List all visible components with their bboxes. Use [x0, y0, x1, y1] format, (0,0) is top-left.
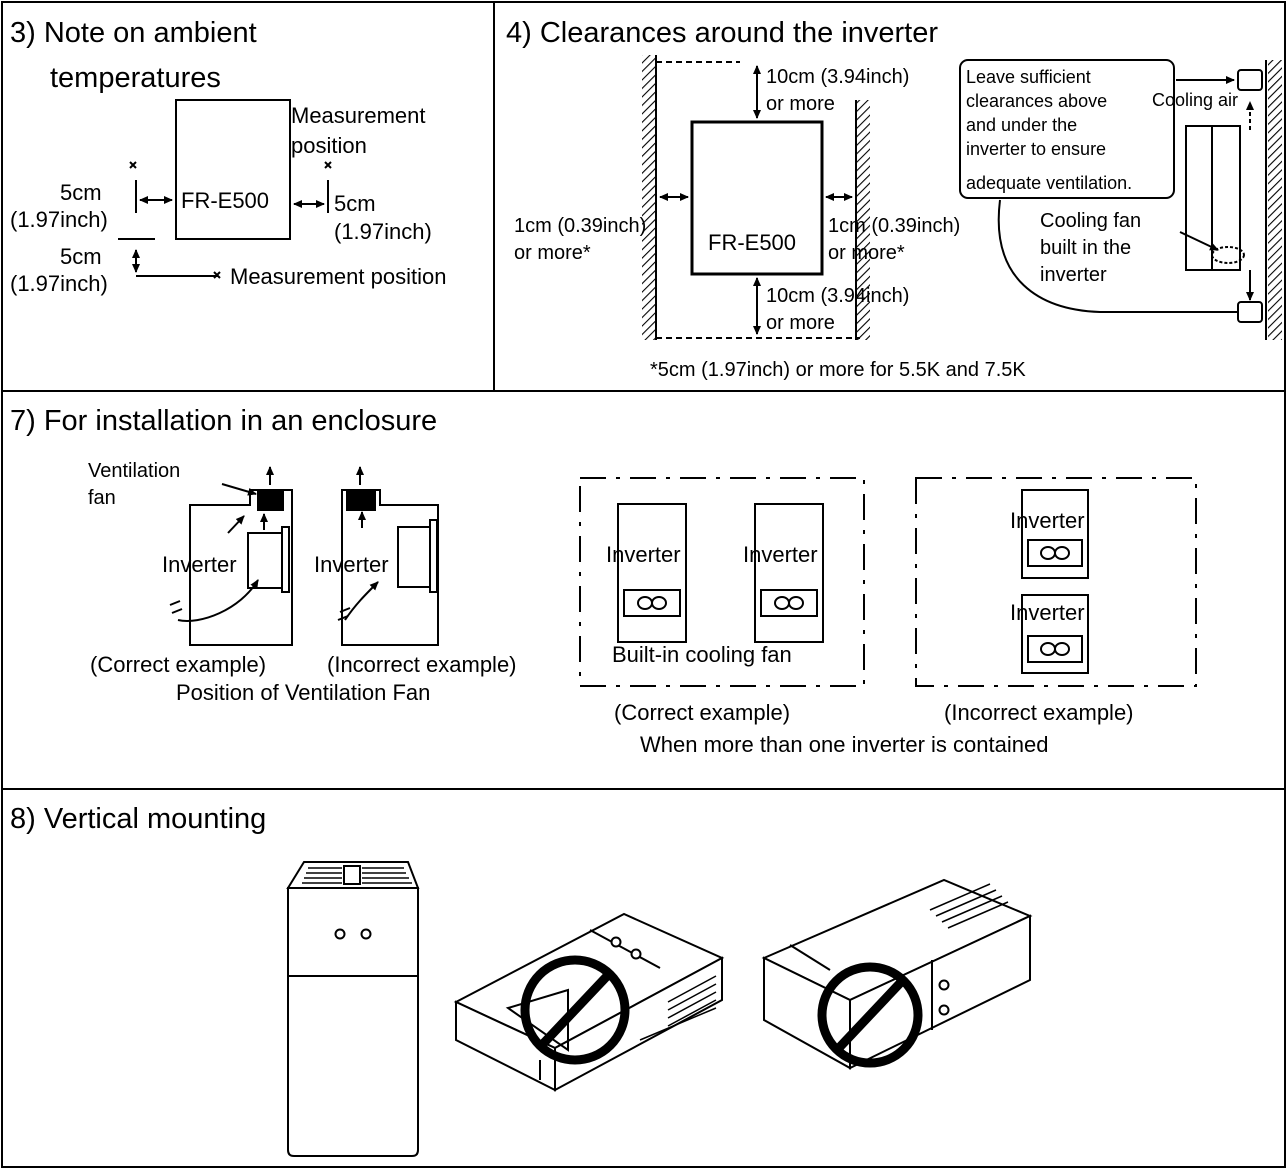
- ventilation-correct-caption: (Correct example): [90, 652, 266, 677]
- enclosure-correct: [169, 466, 293, 646]
- inverter-label-incorrect: Inverter: [314, 552, 389, 577]
- inverter-label-correct: Inverter: [162, 552, 237, 577]
- right-wall-hatch: [856, 100, 870, 340]
- section-4-clearances: 4) Clearances around the inverter FR-E50…: [506, 17, 1282, 381]
- cooling-air-label: Cooling air: [1152, 90, 1238, 110]
- bottom-clearance-value: 5cm: [60, 244, 102, 269]
- position-of-ventilation-fan-caption: Position of Ventilation Fan: [176, 680, 430, 705]
- section-3-heading-line2: temperatures: [50, 62, 221, 94]
- callout-line-5: adequate ventilation.: [966, 173, 1132, 193]
- prohibited-symbol-1: [520, 955, 630, 1065]
- builtin-cooling-fan-label: Built-in cooling fan: [612, 642, 792, 667]
- fr-e500-label-clearance: FR-E500: [708, 230, 796, 255]
- multi-inverter-correct: [579, 477, 865, 687]
- fr-e500-unit-clearance: [690, 120, 824, 276]
- right-clearance-value: 5cm: [334, 191, 376, 216]
- bottom-clearance-value-4: 10cm (3.94inch): [766, 285, 909, 307]
- clearance-arrows: [659, 65, 853, 335]
- fr-e500-unit: [175, 99, 291, 240]
- measurement-position-top-line2: position: [291, 133, 367, 158]
- left-clearance-value: 5cm: [60, 180, 102, 205]
- ventilation-incorrect-caption: (Incorrect example): [327, 652, 517, 677]
- section-4-heading: 4) Clearances around the inverter: [506, 17, 938, 49]
- section-7-heading: 7) For installation in an enclosure: [10, 405, 437, 437]
- callout-line-4: inverter to ensure: [966, 139, 1106, 159]
- section-8-vertical-mounting: 8) Vertical mounting: [10, 803, 1033, 1157]
- left-wall-hatch: [642, 55, 656, 340]
- left-clearance-inch: (1.97inch): [10, 207, 108, 232]
- section-3-heading-line1: 3) Note on ambient: [10, 17, 257, 49]
- cooling-fan-line-1: Cooling fan: [1040, 210, 1141, 232]
- enclosure-incorrect: [337, 466, 439, 646]
- bottom-clearance-more-4: or more: [766, 312, 835, 334]
- measurement-position-top-line1: Measurement: [291, 103, 426, 128]
- ventilation-callout-box: [959, 59, 1175, 199]
- left-clearance-marker: [129, 161, 173, 213]
- bottom-clearance-marker: [118, 238, 221, 279]
- top-clearance-value: 10cm (3.94inch): [766, 66, 909, 88]
- multi-inverter-caption: When more than one inverter is contained: [640, 732, 1048, 757]
- right-clearance-inch: (1.97inch): [334, 219, 432, 244]
- callout-line-3: and under the: [966, 115, 1077, 135]
- callout-line-1: Leave sufficient: [966, 67, 1091, 87]
- inverter-horizontal-incorrect-2: [761, 878, 1033, 1070]
- ventilation-fan-line2: fan: [88, 487, 116, 509]
- left-clearance-value-4: 1cm (0.39inch): [514, 215, 646, 237]
- clearance-footnote: *5cm (1.97inch) or more for 5.5K and 7.5…: [650, 359, 1026, 381]
- ventilation-fan-line1: Ventilation: [88, 460, 180, 482]
- fr-e500-label: FR-E500: [181, 188, 269, 213]
- left-clearance-more-4: or more*: [514, 242, 591, 264]
- inverter-horizontal-incorrect-1: [453, 912, 725, 1092]
- right-clearance-more-4: or more*: [828, 242, 905, 264]
- right-clearance-value-4: 1cm (0.39inch): [828, 215, 960, 237]
- section-8-heading: 8) Vertical mounting: [10, 803, 266, 835]
- callout-line-2: clearances above: [966, 91, 1107, 111]
- section-3-ambient-temperatures: 3) Note on ambient temperatures FR-E500 …: [10, 17, 446, 296]
- bottom-clearance-inch: (1.97inch): [10, 271, 108, 296]
- multi-inverter-incorrect: [915, 477, 1197, 687]
- inverter-label-stacked-1: Inverter: [1010, 508, 1085, 533]
- right-clearance-marker: [293, 161, 332, 213]
- inverter-label-side-2: Inverter: [743, 542, 818, 567]
- cooling-fan-line-3: inverter: [1040, 264, 1107, 286]
- inverter-label-stacked-2: Inverter: [1010, 600, 1085, 625]
- cooling-fan-line-2: built in the: [1040, 237, 1131, 259]
- inverter-vertical-correct: [286, 861, 420, 1157]
- multi-correct-caption: (Correct example): [614, 700, 790, 725]
- prohibited-symbol-2: [817, 962, 923, 1068]
- top-clearance-more: or more: [766, 93, 835, 115]
- section-7-enclosure: 7) For installation in an enclosure Vent…: [10, 405, 1197, 757]
- inverter-label-side-1: Inverter: [606, 542, 681, 567]
- airflow-diagram: [997, 60, 1282, 340]
- measurement-position-bottom: Measurement position: [230, 264, 446, 289]
- multi-incorrect-caption: (Incorrect example): [944, 700, 1134, 725]
